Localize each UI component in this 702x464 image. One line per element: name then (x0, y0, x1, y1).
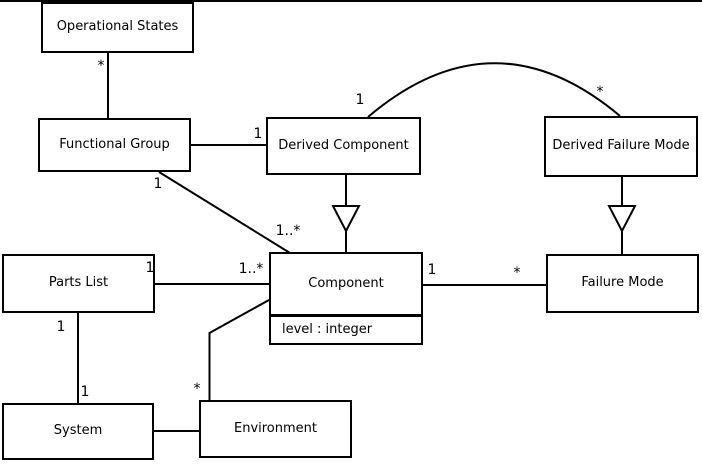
class-name: System (53, 423, 103, 439)
class-name: Operational States (56, 19, 179, 35)
class-box-parts-list: Parts List (2, 254, 155, 313)
generalization-triangle-icon (331, 205, 361, 234)
class-box-derived-component: Derived Component (266, 117, 421, 175)
class-box-functional-group: Functional Group (38, 118, 191, 172)
class-name: Component (308, 275, 384, 291)
multiplicity-label: * (596, 84, 604, 100)
class-box-operational-states: Operational States (41, 2, 194, 53)
multiplicity-label: 1 (80, 384, 90, 400)
multiplicity-label: 1..* (238, 261, 264, 277)
generalization-triangle-icon (607, 205, 637, 234)
multiplicity-label: 1 (253, 126, 263, 142)
multiplicity-label: 1 (56, 319, 66, 335)
class-name: Derived Component (278, 137, 409, 153)
multiplicity-label: * (97, 58, 105, 74)
class-box-derived-failure-mode: Derived Failure Mode (544, 116, 698, 177)
class-box-environment: Environment (199, 400, 352, 458)
multiplicity-label: 1 (145, 260, 155, 276)
multiplicity-label: 1..* (275, 223, 301, 239)
class-name: Functional Group (59, 136, 170, 152)
class-name: Failure Mode (581, 275, 664, 291)
class-name: Derived Failure Mode (552, 138, 690, 154)
multiplicity-label: 1 (355, 92, 365, 108)
class-box-system: System (2, 403, 154, 460)
class-box-failure-mode: Failure Mode (546, 254, 699, 313)
edge-environment-component (208, 299, 270, 400)
multiplicity-label: * (193, 381, 201, 397)
multiplicity-label: 1 (153, 176, 163, 192)
edge-functionalgroup-component (158, 171, 291, 254)
multiplicity-label: 1 (427, 262, 437, 278)
class-name: Parts List (48, 275, 109, 291)
edge-derivedcomponent-derivedfailuremode-arc (367, 62, 621, 118)
class-box-component: Component level : integer (269, 252, 423, 345)
class-attribute: level : integer (271, 314, 421, 343)
class-name: Environment (233, 420, 317, 436)
multiplicity-label: * (513, 265, 521, 281)
